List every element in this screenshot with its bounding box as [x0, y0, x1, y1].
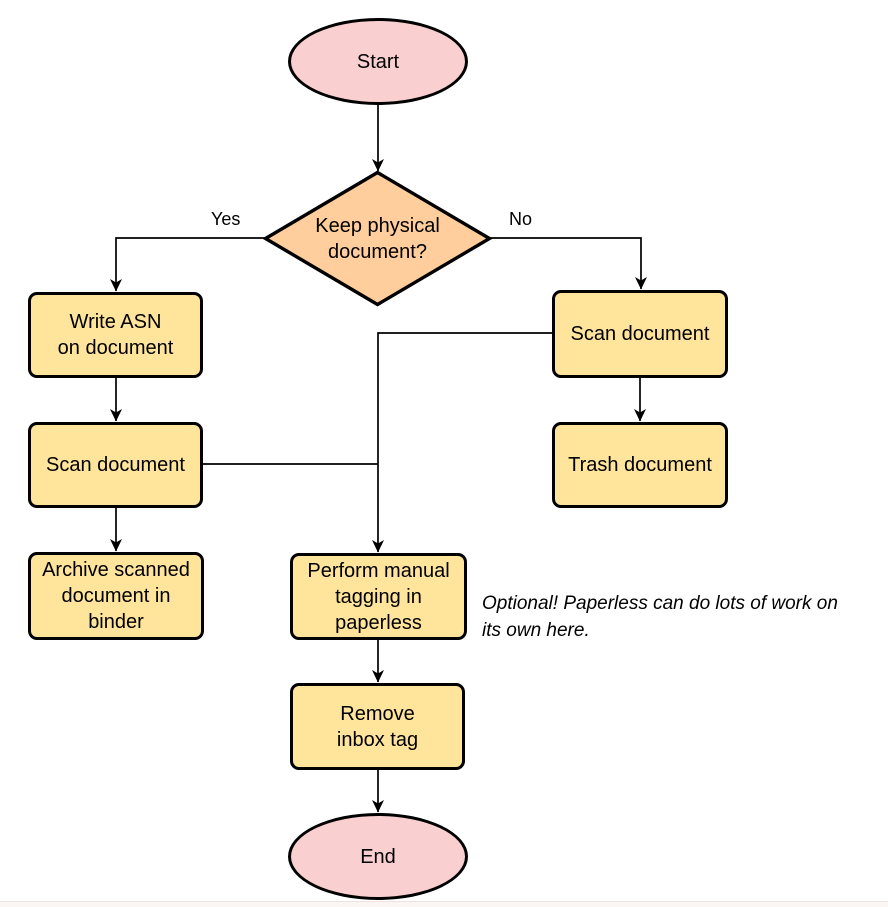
node-manual-tagging-label: Perform manual tagging in paperless — [307, 559, 450, 634]
diamond-shape — [263, 170, 492, 307]
node-write-asn: Write ASN on document — [28, 292, 203, 378]
node-scan-document-right-label: Scan document — [570, 323, 710, 345]
optional-note: Optional! Paperless can do lots of work … — [482, 593, 838, 641]
node-remove-inbox-tag-label: Remove inbox tag — [336, 702, 419, 751]
edge-label-no: No — [507, 209, 535, 230]
node-end: End — [288, 813, 468, 900]
node-decision-label: Keep physical document? — [315, 214, 440, 263]
node-decision-keep-physical: Keep physical document? — [263, 170, 492, 307]
node-manual-tagging: Perform manual tagging in paperless — [290, 553, 467, 640]
node-archive-binder-label: Archive scanned document in binder — [42, 559, 190, 633]
edge-label-yes: Yes — [209, 209, 243, 230]
node-end-label: End — [360, 845, 396, 868]
page-bottom-edge — [0, 901, 888, 907]
edge-decision-write-asn — [110, 237, 265, 292]
node-remove-inbox-tag: Remove inbox tag — [290, 683, 465, 770]
node-write-asn-label: Write ASN on document — [57, 311, 174, 359]
node-trash-document: Trash document — [552, 422, 728, 508]
edge-decision-scan-right — [490, 237, 647, 290]
node-archive-binder: Archive scanned document in binder — [28, 552, 204, 640]
node-scan-document-left: Scan document — [28, 422, 203, 508]
edge-scan-right-tagging — [372, 332, 552, 553]
node-start-label: Start — [356, 50, 400, 73]
node-start: Start — [288, 18, 468, 105]
node-scan-document-right: Scan document — [552, 290, 728, 378]
node-trash-document-label: Trash document — [568, 454, 712, 476]
node-scan-document-left-label: Scan document — [46, 454, 185, 476]
